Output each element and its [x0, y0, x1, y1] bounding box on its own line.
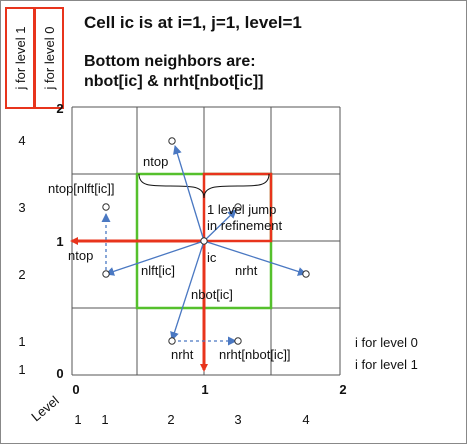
nrht-center — [302, 270, 310, 278]
nbot-center — [168, 337, 176, 345]
j-level1-tick-3: 3 — [18, 200, 25, 215]
j-level1-title: j for level 1 — [13, 27, 28, 91]
i-level0-tick-2: 2 — [339, 382, 346, 397]
j-level1-title-box: j for level 1 — [5, 7, 35, 109]
j-level1-tick-2: 2 — [18, 267, 25, 282]
j-level0-title: j for level 0 — [42, 27, 57, 91]
i-level1-tick-2: 2 — [167, 412, 174, 427]
label-nbot-ic: nbot[ic] — [191, 287, 233, 302]
heading-neighbor-expression: nbot[ic] & nrht[nbot[ic]] — [84, 73, 264, 90]
label-ntop: ntop — [143, 154, 168, 169]
legend-i-level0: i for level 0 — [355, 335, 418, 350]
heading-cell-position: Cell ic is at i=1, j=1, level=1 — [84, 13, 302, 32]
j-level0-tick-2: 2 — [56, 101, 63, 116]
i-level1-tick-3: 3 — [234, 412, 241, 427]
j-level1-tick-1: 1 — [18, 334, 25, 349]
i-level1-tick-1a: 1 — [74, 412, 81, 427]
label-level-jump-1: 1 level jump — [207, 202, 276, 217]
i-level1-tick-1b: 1 — [101, 412, 108, 427]
label-nrht: nrht — [235, 263, 258, 278]
j-level0-tick-0: 0 — [56, 366, 63, 381]
label-level-jump-2: in refinement — [207, 218, 283, 233]
label-nrht-nbot-ic: nrht[nbot[ic]] — [219, 347, 291, 362]
j-origin-tick: 1 — [18, 362, 25, 377]
level-axis-label: Level — [28, 393, 62, 425]
j-level0-tick-1: 1 — [56, 234, 63, 249]
nlft-center — [102, 270, 110, 278]
ntop-nlft-center — [102, 203, 110, 211]
arrow-to-nrht — [203, 240, 307, 276]
arrow-to-ntop — [173, 145, 205, 242]
cell-centers — [102, 137, 310, 345]
legend-i-level1: i for level 1 — [355, 357, 418, 372]
neighbor-arrows — [101, 145, 307, 346]
arrow-to-nbot — [170, 240, 205, 341]
level-jump-center — [234, 203, 242, 211]
i-level1-tick-4: 4 — [302, 412, 309, 427]
heading-bottom-neighbors: Bottom neighbors are: — [84, 53, 256, 70]
ntop-center — [168, 137, 176, 145]
label-ic: ic — [207, 250, 217, 265]
i-level0-tick-1: 1 — [201, 382, 208, 397]
arrow-to-nrht-top — [203, 209, 237, 242]
j-level1-tick-4: 4 — [18, 133, 25, 148]
label-ntop-nlft-ic: ntop[nlft[ic]] — [48, 181, 114, 196]
i-level0-tick-0: 0 — [72, 382, 79, 397]
nrht-nbot-center — [234, 337, 242, 345]
label-nlft-ic: nlft[ic] — [141, 263, 175, 278]
j-level0-title-box: j for level 0 — [34, 7, 64, 109]
level-jump-cell — [202, 172, 273, 243]
arrow-to-nlft — [105, 240, 205, 276]
label-nrht-bottom: nrht — [171, 347, 194, 362]
ntop-brace — [138, 173, 270, 199]
label-ntop-side: ntop — [68, 248, 93, 263]
ic-center — [200, 237, 208, 245]
